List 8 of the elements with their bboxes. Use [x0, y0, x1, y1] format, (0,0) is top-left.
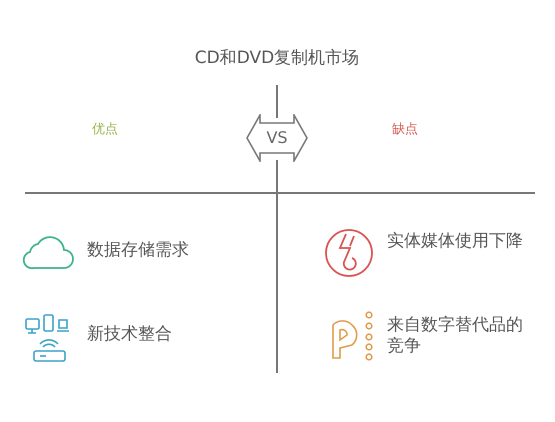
- title: CD和DVD复制机市场: [194, 48, 360, 70]
- double-arrow-shape: VS: [246, 114, 308, 162]
- item-text: 实体媒体使用下降: [387, 231, 524, 252]
- item-text: 数据存储需求: [87, 240, 190, 262]
- column-heading: 缺点: [391, 122, 419, 138]
- column-heading: 优点: [91, 122, 119, 138]
- item-text: 来自数字替代品的竞争: [387, 315, 524, 358]
- item-text: 新技术整合: [87, 324, 173, 346]
